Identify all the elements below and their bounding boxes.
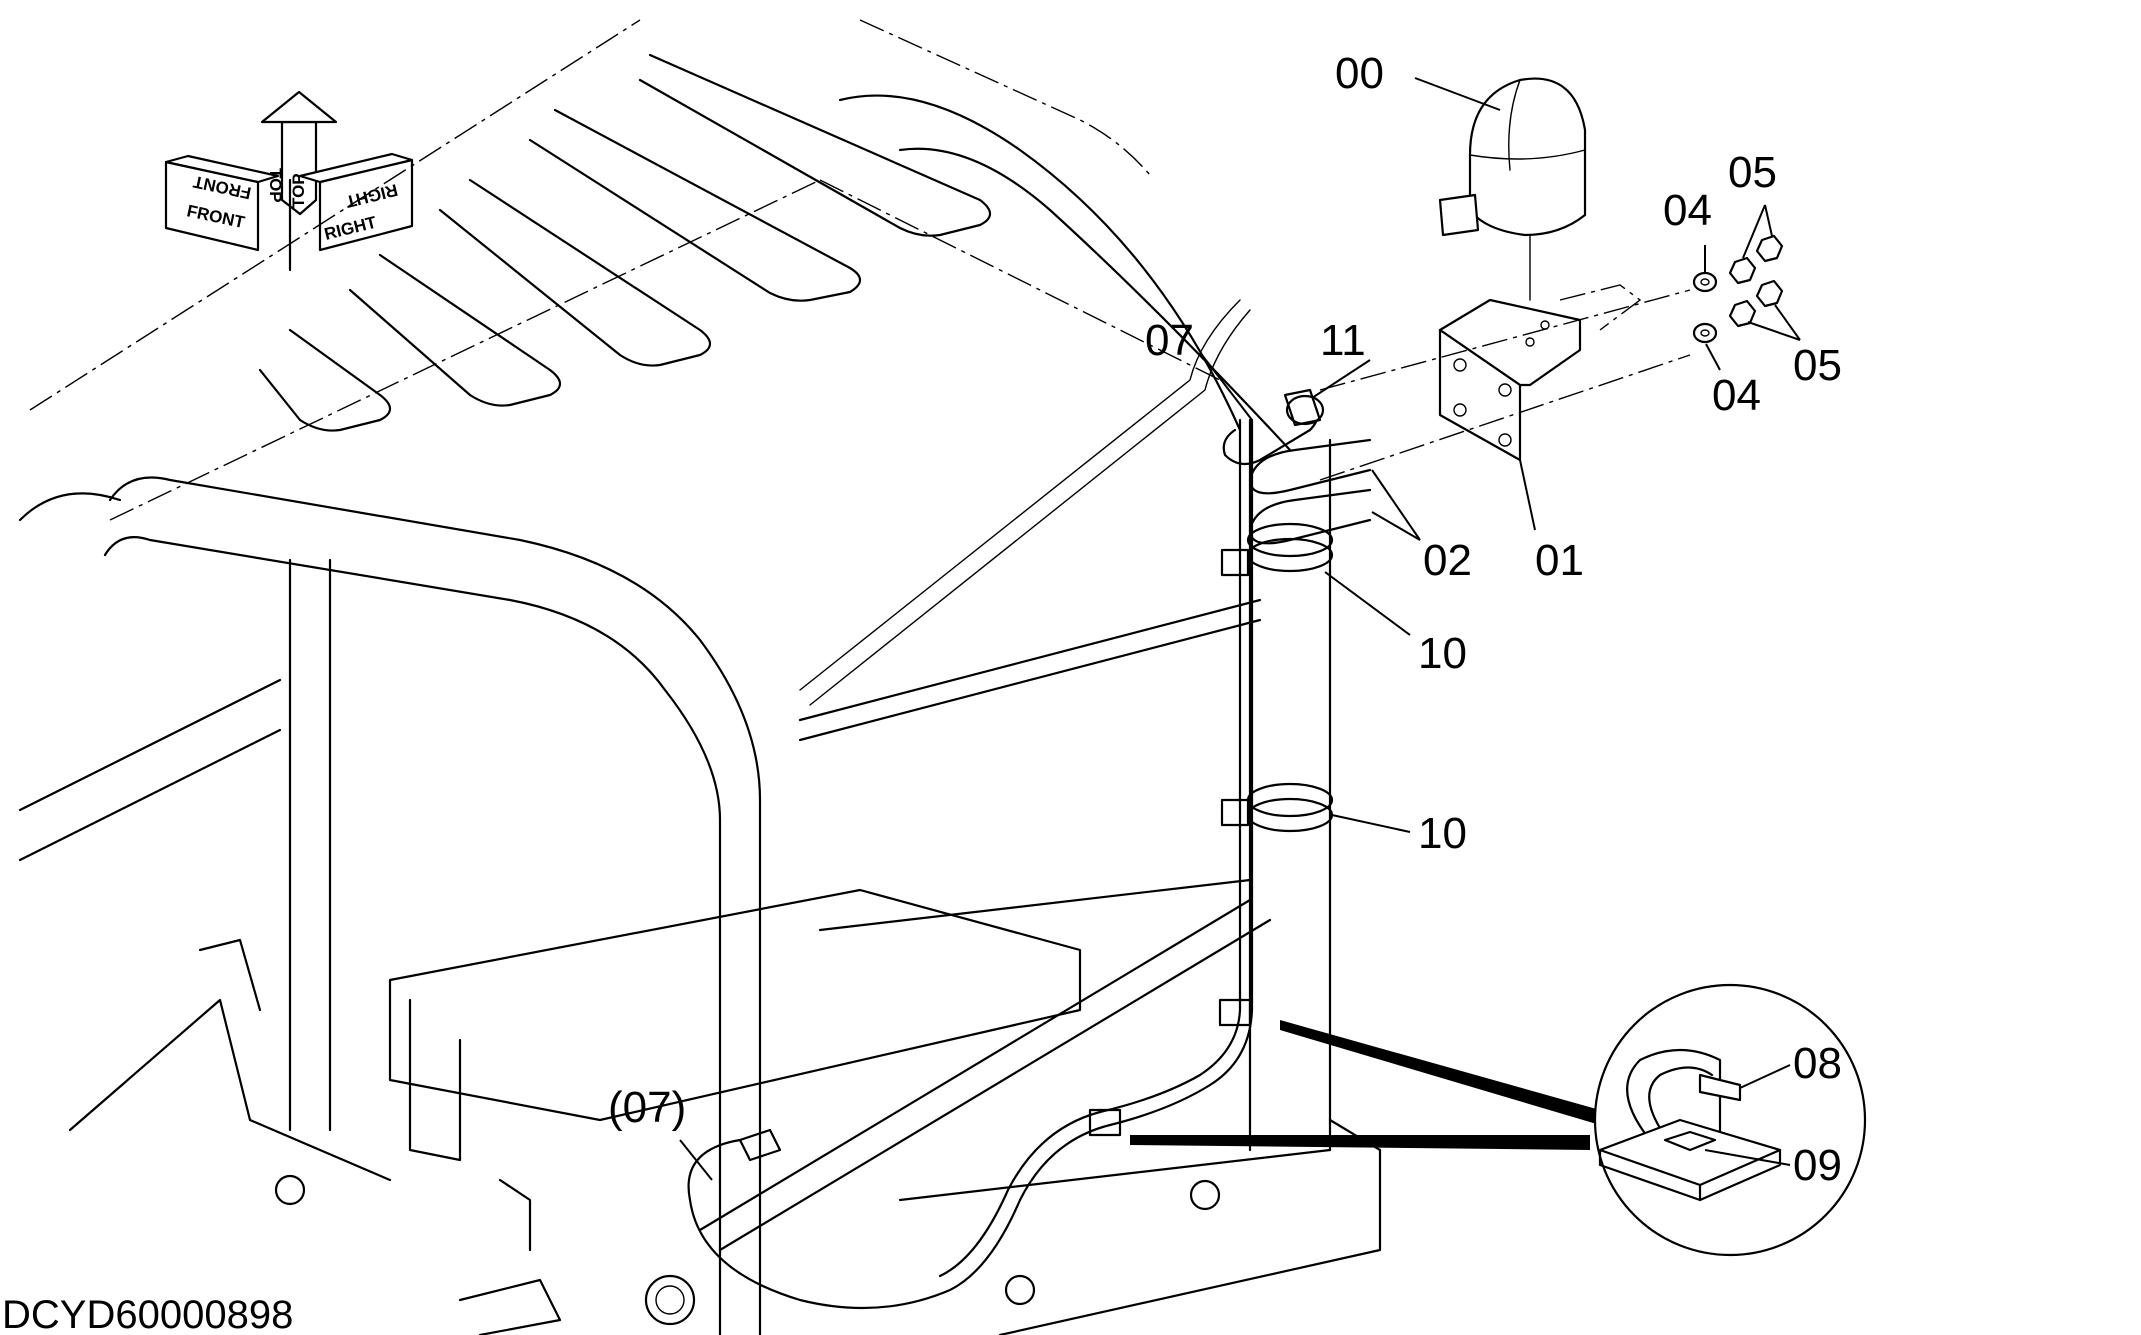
clamps	[1220, 522, 1334, 833]
callout-08: 08	[1793, 1039, 1842, 1088]
wiring-harness	[687, 299, 1254, 1310]
rops-frame	[18, 418, 1332, 1335]
roof-slats	[258, 53, 992, 432]
cab-floor	[68, 878, 1382, 1335]
washers-nuts	[1692, 234, 1784, 344]
callout-01: 01	[1535, 536, 1584, 585]
callout-05-upper: 05	[1728, 148, 1777, 197]
top-label: TOP	[266, 168, 285, 203]
callout-04-lower: 04	[1712, 371, 1761, 420]
u-bolts	[1248, 438, 1372, 545]
callout-07: 07	[1145, 316, 1194, 365]
callout-labels: 00 01 02 04 04 05 05 07 11 10 10 (07) 08…	[608, 49, 1842, 1190]
harness-clips	[738, 998, 1252, 1162]
callout-11: 11	[1320, 316, 1366, 365]
callout-10-lower: 10	[1418, 809, 1467, 858]
callout-09: 09	[1793, 1141, 1842, 1190]
orientation-indicator: FRONT FRONT TOP TOP RIGHT RIGHT	[164, 90, 414, 272]
callout-05-lower: 05	[1793, 341, 1842, 390]
drawing-number: DCYD60000898	[2, 1293, 293, 1335]
callout-07-reference: (07)	[608, 1083, 686, 1132]
leader-lines	[679, 77, 1801, 1181]
mounting-bracket	[1319, 284, 1691, 481]
harness-connector	[1222, 388, 1325, 466]
callout-10-upper: 10	[1418, 629, 1467, 678]
callout-04-upper: 04	[1663, 186, 1712, 235]
cab-roof	[29, 19, 1292, 521]
callout-02: 02	[1423, 536, 1472, 585]
top-label-mirrored: TOP	[289, 173, 308, 208]
detail-magnifier	[1130, 983, 1867, 1257]
callout-00: 00	[1335, 49, 1384, 98]
beacon-lamp	[1438, 77, 1587, 301]
